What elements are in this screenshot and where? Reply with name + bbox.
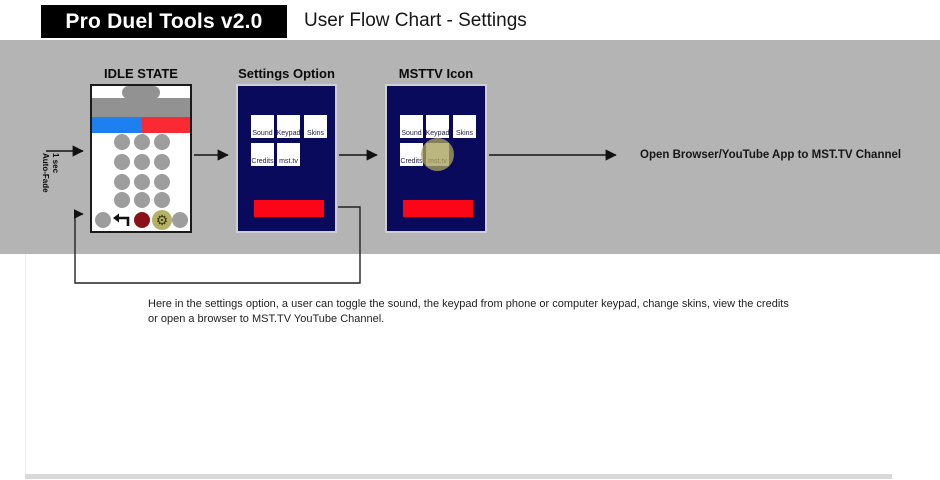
blue-banner-half <box>92 117 142 133</box>
keypad-dot <box>154 134 170 150</box>
keypad-button: Keypad <box>277 115 300 138</box>
keypad-dot <box>114 192 130 208</box>
sound-button: Sound <box>251 115 274 138</box>
stage-label-settings-option: Settings Option <box>238 66 335 81</box>
outcome-label: Open Browser/YouTube App to MST.TV Chann… <box>640 149 902 161</box>
page-bottom-bar <box>25 474 892 479</box>
phone-speaker-notch <box>122 86 160 99</box>
credits-button: Credits <box>251 143 274 166</box>
description-line1: Here in the settings option, a user can … <box>148 298 789 310</box>
description-line2: or open a browser to MST.TV YouTube Chan… <box>148 313 385 325</box>
gear-icon: ⚙ <box>155 212 169 228</box>
keypad-dot <box>134 192 150 208</box>
tap-highlight-circle <box>421 138 454 171</box>
stage-label-idle-state: IDLE STATE <box>104 66 178 81</box>
keypad-button: Keypad <box>426 115 449 138</box>
page-title: User Flow Chart - Settings <box>304 10 527 31</box>
keypad-dot <box>154 154 170 170</box>
settings-option-phone: Sound Keypad Skins Credits mst.tv <box>236 84 337 233</box>
skins-button: Skins <box>304 115 327 138</box>
control-dot <box>95 212 111 228</box>
keypad-dot <box>114 134 130 150</box>
keypad-dot <box>114 154 130 170</box>
phone-top-strip <box>92 98 190 117</box>
record-dot <box>134 212 150 228</box>
keypad-dot <box>154 192 170 208</box>
skins-button: Skins <box>453 115 476 138</box>
auto-fade-line1: 1 sec <box>51 153 60 174</box>
settings-gear-button: ⚙ <box>152 210 172 230</box>
page-edge-line <box>25 254 26 474</box>
auto-fade-line2: Auto-Fade <box>41 153 50 193</box>
msttv-icon-phone: Sound Keypad Skins Credits mst.tv <box>385 84 487 233</box>
brand-title: Pro Duel Tools v2.0 <box>41 5 287 38</box>
keypad-dot <box>134 134 150 150</box>
idle-state-phone: ⚙ <box>90 84 192 233</box>
keypad-dot <box>154 174 170 190</box>
keypad-dot <box>134 154 150 170</box>
red-banner-half <box>141 117 190 133</box>
control-dot <box>172 212 188 228</box>
sound-button: Sound <box>400 115 423 138</box>
keypad-dot <box>134 174 150 190</box>
msttv-button: mst.tv <box>277 143 300 166</box>
exit-bar <box>403 200 473 217</box>
description-paragraph: Here in the settings option, a user can … <box>148 297 789 327</box>
exit-bar <box>254 200 324 217</box>
credits-button: Credits <box>400 143 423 166</box>
back-arrow-icon <box>113 213 130 226</box>
auto-fade-label: 1 sec Auto-Fade <box>40 153 60 205</box>
keypad-dot <box>114 174 130 190</box>
phone-color-banner <box>92 117 190 133</box>
stage-label-msttv-icon: MSTTV Icon <box>398 66 474 81</box>
